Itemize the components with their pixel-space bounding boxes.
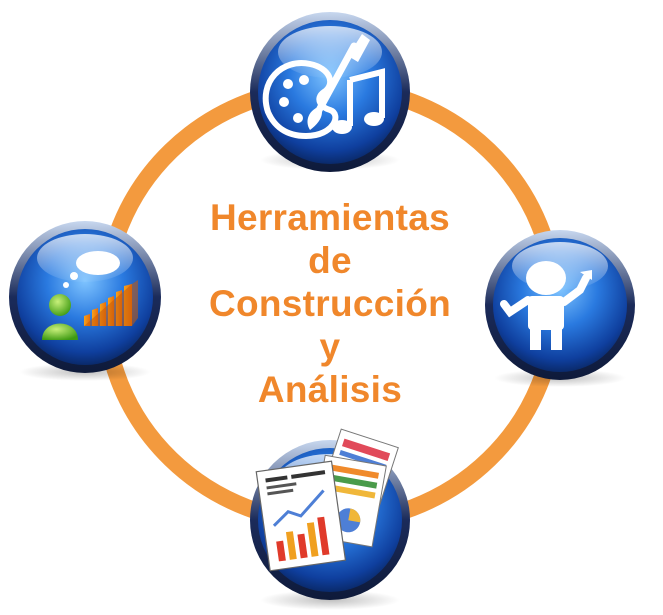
node-right-robot[interactable] xyxy=(485,230,635,387)
user-idea-bubble-icon xyxy=(42,251,120,340)
center-title: Herramientas de Construcción y Análisis xyxy=(150,196,510,411)
music-note-icon xyxy=(332,68,385,134)
bar-chart-icon xyxy=(84,280,138,326)
paintbrush-icon xyxy=(307,34,370,130)
center-title-line-2: de xyxy=(308,240,352,281)
center-title-line-4: y xyxy=(319,326,341,367)
node-bottom-reports[interactable] xyxy=(250,428,410,610)
node-left-user-analysis[interactable] xyxy=(9,221,161,381)
center-title-line-5: Análisis xyxy=(257,369,403,410)
node-top-art-music[interactable] xyxy=(250,12,410,172)
center-title-line-1: Herramientas xyxy=(209,197,451,238)
report-chart-documents-icon xyxy=(255,428,399,572)
robot-figure-icon xyxy=(500,261,592,350)
center-title-line-3: Construcción xyxy=(208,283,452,324)
